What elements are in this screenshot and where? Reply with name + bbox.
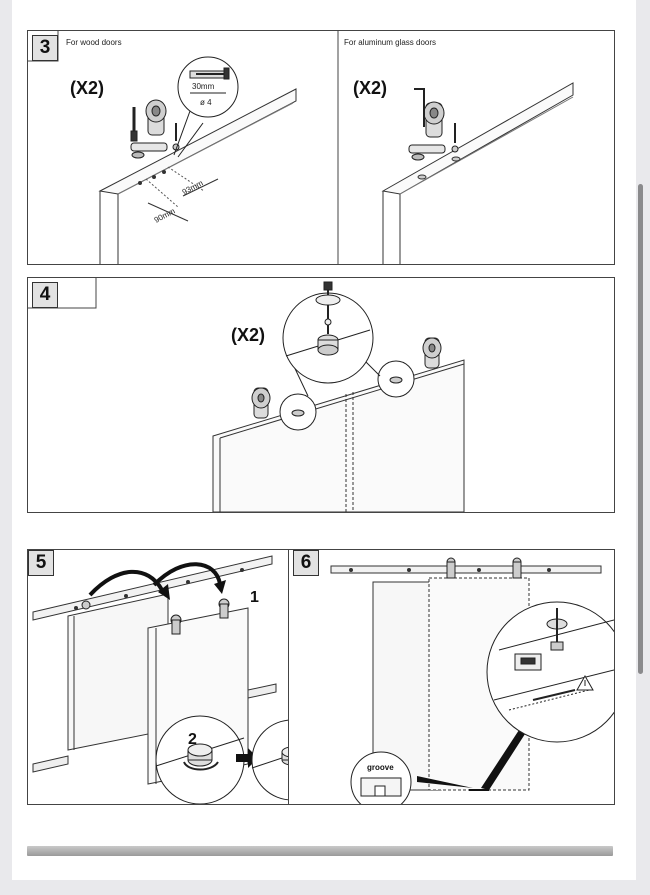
hanger-roller-icon [251, 387, 271, 419]
callout-1: 1 [250, 589, 259, 606]
dimension-90mm: 90mm [153, 206, 177, 225]
groove-detail-callout [350, 751, 412, 804]
step-3-panel: 3 For wood doors For aluminum glass door… [27, 30, 615, 265]
lift-arrow-icon [152, 562, 222, 587]
track-rail [330, 565, 602, 574]
step-number: 4 [32, 282, 58, 308]
wood-door [98, 88, 297, 264]
step-4-illustration [28, 278, 465, 512]
step-6-panel: 6 groove [288, 549, 615, 805]
hanger-roller-icon [446, 557, 522, 579]
step-number: 3 [32, 35, 58, 61]
step-5-illustration: 1 2 [32, 555, 306, 804]
step-6-illustration: groove [330, 557, 614, 804]
quantity-label: (X2) [70, 78, 105, 98]
guide-bolt-detail-callout [282, 281, 381, 397]
step-number: 5 [28, 550, 54, 576]
step-3-illustration: 90mm 93mm 30mm ø 4 [28, 31, 574, 264]
caption-wood-doors: For wood doors [66, 38, 122, 47]
door-pair [212, 359, 465, 512]
hanger-roller-icon [422, 337, 442, 369]
guide-rotation-callout [155, 715, 245, 804]
screw-diameter: ø 4 [200, 98, 212, 107]
page-footer-bar [27, 846, 613, 856]
quantity-label: (X2) [231, 325, 266, 345]
dimension-93mm: 93mm [181, 178, 205, 197]
screw-detail-callout [173, 56, 239, 158]
hanger-roller-icon [408, 88, 459, 161]
step-number: 6 [293, 550, 319, 576]
callout-2: 2 [188, 731, 197, 748]
groove-label: groove [367, 763, 394, 772]
screw-length: 30mm [192, 82, 215, 91]
quantity-label: (X2) [353, 78, 388, 98]
caption-aluminum-glass-doors: For aluminum glass doors [344, 38, 437, 47]
step-5-panel: 5 1 [27, 549, 307, 805]
scrollbar[interactable] [638, 184, 643, 674]
glass-door [381, 82, 574, 264]
hanger-roller-icon [81, 598, 230, 635]
floor-guide-detail-callout [486, 601, 614, 743]
guide-detail-callout [279, 360, 415, 431]
hanger-roller-icon [130, 99, 180, 159]
step-4-panel: 4 (X2) [27, 277, 615, 513]
